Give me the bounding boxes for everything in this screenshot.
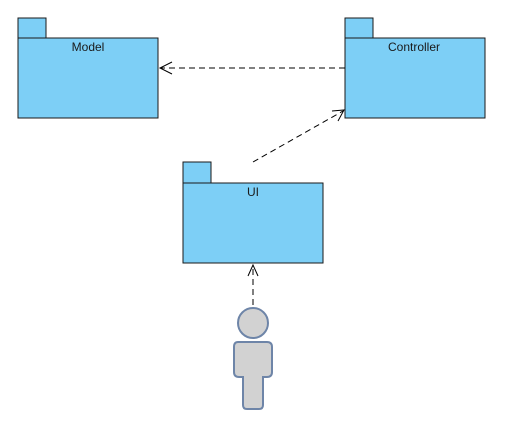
actor-head bbox=[237, 307, 269, 339]
package-controller[interactable]: Controller bbox=[344, 17, 486, 119]
arrowhead-icon bbox=[331, 109, 345, 122]
package-ui-tab bbox=[182, 161, 212, 184]
package-model-tab bbox=[17, 17, 47, 39]
package-ui[interactable]: UI bbox=[182, 161, 324, 264]
package-model-body bbox=[17, 37, 159, 119]
user-actor-icon[interactable] bbox=[233, 307, 273, 410]
arrowhead-icon bbox=[158, 61, 173, 75]
dependency-line bbox=[252, 110, 344, 163]
package-ui-label: UI bbox=[247, 185, 259, 199]
arrowhead-icon bbox=[247, 263, 259, 277]
package-controller-body bbox=[344, 37, 486, 119]
actor-body bbox=[233, 341, 273, 410]
package-controller-label: Controller bbox=[388, 40, 440, 54]
package-controller-tab bbox=[344, 17, 374, 39]
dependency-actor-to-ui[interactable] bbox=[247, 263, 259, 305]
package-model-label: Model bbox=[72, 40, 105, 54]
package-model[interactable]: Model bbox=[17, 17, 159, 119]
dependency-controller-to-model[interactable] bbox=[158, 61, 345, 75]
package-ui-body bbox=[182, 182, 324, 264]
dependency-ui-to-controller[interactable] bbox=[252, 109, 345, 163]
